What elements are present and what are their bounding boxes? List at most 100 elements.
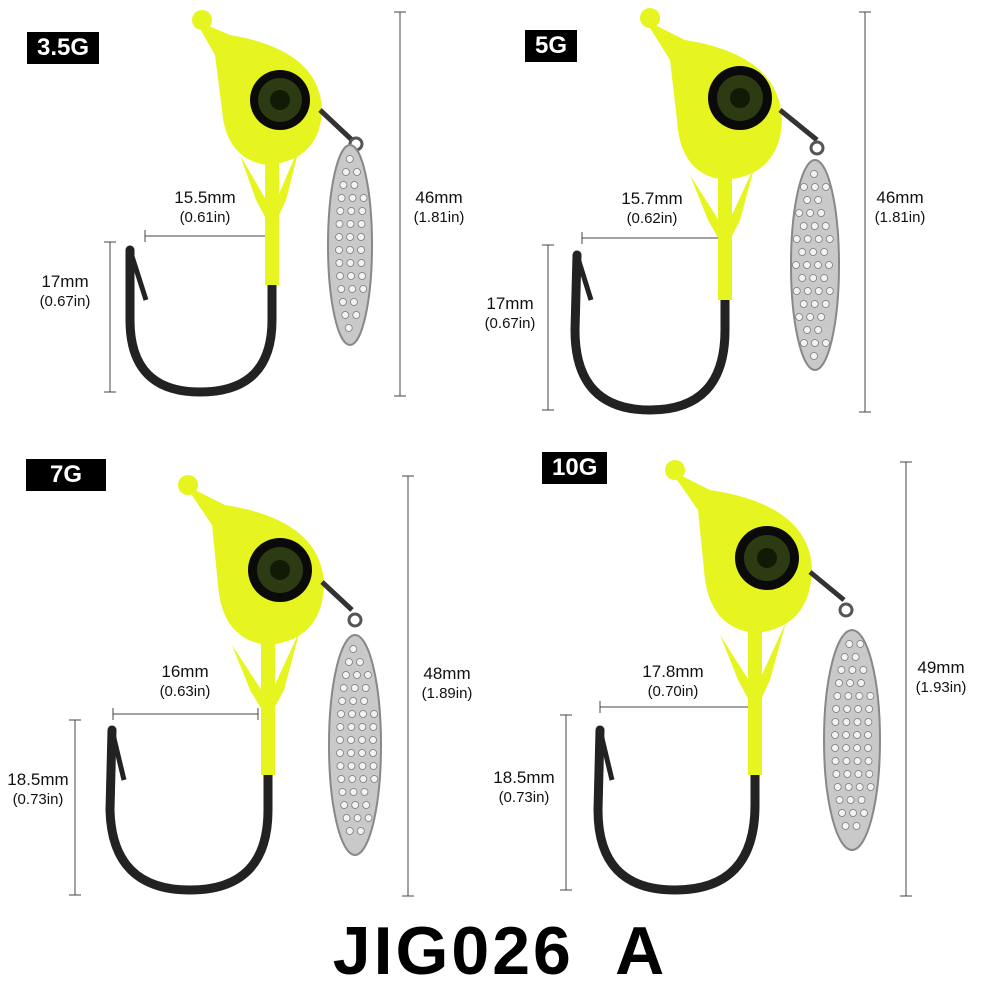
blade-dimple <box>792 287 801 295</box>
blade-dimple <box>346 259 355 267</box>
blade-dimple <box>846 796 855 804</box>
blade-dimple <box>347 207 356 215</box>
hook-gap-mm: 18.5mm <box>493 768 555 787</box>
hook-gap-in: (0.67in) <box>484 315 536 332</box>
blade-dimple <box>831 744 839 752</box>
blade-dimple <box>345 155 354 163</box>
blade-dimple <box>843 705 852 713</box>
blade-dimple <box>341 311 350 319</box>
hook-width-in: (0.70in) <box>647 683 699 700</box>
blade-dimple <box>348 775 357 783</box>
weight-badge: 5G <box>525 30 578 62</box>
blade-dimple <box>851 653 860 661</box>
blade-dimple <box>795 313 804 321</box>
blade-dimple <box>364 814 373 822</box>
blade-dimple <box>814 287 823 295</box>
blade-dimple <box>795 209 804 217</box>
blade-dimple <box>353 671 361 679</box>
blade-dimple <box>846 679 854 687</box>
hook-gap-mm: 18.5mm <box>7 770 69 789</box>
blade-dimple <box>348 285 357 293</box>
total-length-label: 46mm (1.81in) <box>404 188 474 228</box>
total-length-mm: 46mm <box>415 188 463 207</box>
blade-dimple <box>369 762 378 770</box>
hook-width-mm: 15.5mm <box>174 188 236 207</box>
hook-width-in: (0.61in) <box>179 209 231 226</box>
blade-dimple <box>356 827 365 835</box>
blade-dimple <box>359 285 368 293</box>
blade-dimple <box>820 274 829 282</box>
hook-gap-label: 18.5mm (0.73in) <box>484 768 564 808</box>
blade-dimple <box>357 233 365 241</box>
blade-dimple <box>358 762 367 770</box>
blade-dimple <box>347 749 355 757</box>
blade-dimple <box>359 710 367 718</box>
blade-dimple <box>810 352 818 360</box>
hook-width-in: (0.62in) <box>626 210 678 227</box>
blade-dimple <box>336 762 345 770</box>
blade-dimple <box>364 671 372 679</box>
blade-dimple <box>358 207 367 215</box>
blade-dimple <box>806 313 815 321</box>
blade-dimple <box>835 796 844 804</box>
blade-dimple <box>855 783 864 791</box>
blade-dimple <box>864 718 873 726</box>
total-length-label: 48mm (1.89in) <box>412 664 482 704</box>
blade-dimple <box>360 788 369 796</box>
jig-illustration <box>69 475 414 897</box>
blade-dimple <box>842 731 850 739</box>
total-length-mm: 49mm <box>917 658 965 677</box>
blade-dimple <box>842 744 850 752</box>
hook-gap-in: (0.73in) <box>498 789 550 806</box>
blade-dimple <box>860 809 868 817</box>
blade-dimple <box>335 220 344 228</box>
blade-dimple <box>350 298 358 306</box>
blade-dimple <box>825 261 833 269</box>
blade-dimple <box>809 248 818 256</box>
blade-dimple <box>336 207 345 215</box>
blade-dimple <box>338 697 347 705</box>
blade-dimple <box>798 274 807 282</box>
blade-dimple <box>855 692 864 700</box>
jig-panel-3-5g: 3.5G 15.5mm (0.61in) 17mm (0.67in) 46mm … <box>0 0 500 460</box>
blade-dimple <box>857 679 865 687</box>
blade-dimple <box>857 796 866 804</box>
jig-panel-7g: 7G 16mm (0.63in) 18.5mm (0.73in) 48mm (1… <box>0 450 500 910</box>
blade-dimple <box>342 814 351 822</box>
blade-dimple <box>814 196 823 204</box>
jig-illustration <box>104 10 406 397</box>
blade-dimple <box>359 775 368 783</box>
blade-dimple <box>337 285 346 293</box>
blade-dimple <box>346 233 354 241</box>
blade-dimple <box>339 684 348 692</box>
blade-dimple <box>350 181 359 189</box>
blade-dimple <box>803 287 812 295</box>
blade-dimple <box>825 287 834 295</box>
blade-dimple <box>357 220 366 228</box>
blade-dimple <box>369 749 377 757</box>
blade-dimple <box>854 770 863 778</box>
hook-gap-label: 18.5mm (0.73in) <box>0 770 76 810</box>
blade-dimple <box>800 339 808 347</box>
blade-dimple <box>831 718 840 726</box>
blade-dimple <box>337 710 345 718</box>
blade-dimple <box>358 749 366 757</box>
blade-dimple <box>353 814 362 822</box>
blade-dimple <box>811 339 819 347</box>
blade-dimple <box>821 222 830 230</box>
hook-width-mm: 16mm <box>161 662 209 681</box>
blade-dimple <box>866 692 875 700</box>
blade-dimple <box>856 640 865 648</box>
total-length-mm: 46mm <box>876 188 924 207</box>
total-length-mm: 48mm <box>423 664 471 683</box>
blade-dimple <box>810 170 818 178</box>
jig-panel-10g: 10G 17.8mm (0.70in) 18.5mm (0.73in) 49mm… <box>480 450 980 910</box>
blade-dimple <box>832 705 841 713</box>
blade-dimple <box>344 324 353 332</box>
blade-dimple <box>340 801 349 809</box>
blade-dimple <box>369 723 378 731</box>
blade-dimple <box>859 666 868 674</box>
hook-width-label: 15.7mm (0.62in) <box>597 189 707 229</box>
blade-dimple <box>844 783 853 791</box>
blade-dimple <box>842 718 851 726</box>
